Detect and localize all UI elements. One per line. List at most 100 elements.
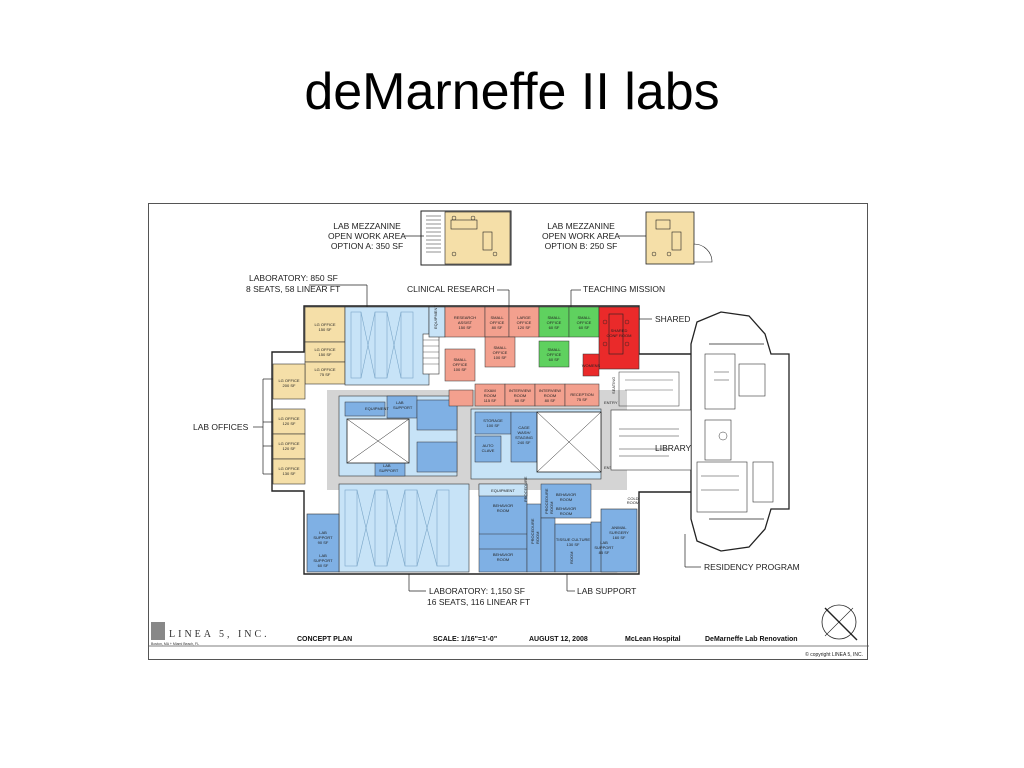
svg-text:TEACHING MISSION: TEACHING MISSION (583, 284, 665, 294)
svg-text:OFFICE: OFFICE (453, 362, 468, 367)
svg-text:ROOM: ROOM (569, 552, 574, 564)
svg-text:ROOM: ROOM (544, 393, 556, 398)
callout-library: LIBRARY (655, 443, 692, 453)
lab-support-bottom-left: LAB SUPPORT 90 SF (306, 513, 340, 573)
svg-text:SUPPORT: SUPPORT (379, 468, 399, 473)
svg-text:120 SF: 120 SF (283, 421, 296, 426)
svg-text:OPEN WORK AREA: OPEN WORK AREA (328, 231, 406, 241)
svg-text:CAGE: CAGE (518, 425, 530, 430)
svg-text:LG OFFICE: LG OFFICE (278, 378, 299, 383)
svg-text:100 SF: 100 SF (454, 367, 467, 372)
callout-lab-support: LAB SUPPORT (566, 574, 636, 596)
north-arrow-icon (821, 604, 858, 641)
svg-text:BEHAVIOR: BEHAVIOR (493, 552, 513, 557)
callout-shared: SHARED (639, 314, 690, 324)
clinical-research-labels: RESEARCH ASSIST 150 SF SMALL OFFICE 80 S… (453, 315, 594, 403)
svg-text:COLD: COLD (627, 496, 638, 501)
svg-text:RESEARCH: RESEARCH (454, 315, 476, 320)
project-name: DeMarneffe Lab Renovation (705, 636, 798, 643)
svg-text:200 SF: 200 SF (283, 383, 296, 388)
callout-clinical-research: CLINICAL RESEARCH (407, 284, 510, 307)
svg-text:PROCEDURE: PROCEDURE (530, 518, 535, 544)
svg-text:LAB: LAB (396, 400, 404, 405)
svg-text:SMALL: SMALL (490, 315, 504, 320)
svg-text:ROOM: ROOM (514, 393, 526, 398)
svg-text:8 SEATS, 58 LINEAR FT: 8 SEATS, 58 LINEAR FT (246, 284, 340, 294)
svg-text:240 SF: 240 SF (518, 440, 531, 445)
svg-text:16 SEATS, 116 LINEAR FT: 16 SEATS, 116 LINEAR FT (427, 597, 530, 607)
svg-text:LAB MEZZANINE: LAB MEZZANINE (333, 221, 401, 231)
svg-text:ROOM: ROOM (484, 393, 496, 398)
svg-text:100 SF: 100 SF (487, 423, 500, 428)
svg-text:LG OFFICE: LG OFFICE (278, 416, 299, 421)
svg-text:60 SF: 60 SF (579, 325, 590, 330)
library-area: SEATING (610, 371, 692, 471)
svg-text:OPTION B: 250 SF: OPTION B: 250 SF (545, 241, 618, 251)
drawing-title: CONCEPT PLAN (297, 636, 352, 643)
svg-text:120 SF: 120 SF (518, 325, 531, 330)
svg-text:PROCEDURE: PROCEDURE (544, 488, 549, 514)
callout-lab-offices: LAB OFFICES (193, 378, 273, 475)
svg-text:ENTRY: ENTRY (604, 400, 618, 405)
svg-text:SMALL: SMALL (547, 315, 561, 320)
svg-text:SHARED: SHARED (655, 314, 690, 324)
svg-text:150 SF: 150 SF (319, 327, 332, 332)
svg-text:SURGERY: SURGERY (609, 530, 629, 535)
svg-text:BEHAVIOR: BEHAVIOR (556, 506, 576, 511)
svg-text:RECEPTION: RECEPTION (570, 392, 593, 397)
svg-text:OFFICE: OFFICE (577, 320, 592, 325)
copyright-note: © copyright LINEA 5, INC. (805, 651, 863, 658)
callout-residency-program: RESIDENCY PROGRAM (684, 534, 800, 572)
svg-text:STAGING: STAGING (515, 435, 533, 440)
title-block: LINEA 5, INC. Boston, MA + Miami Beach, … (149, 622, 869, 658)
svg-text:OFFICE: OFFICE (547, 320, 562, 325)
mezzanine-option-a-label: LAB MEZZANINE OPEN WORK AREA OPTION A: 3… (328, 221, 424, 251)
svg-text:150 SF: 150 SF (459, 325, 472, 330)
callout-teaching-mission: TEACHING MISSION (570, 284, 665, 307)
laboratory-top-zone: EQUIPMENT (344, 305, 446, 386)
svg-text:OFFICE: OFFICE (490, 320, 505, 325)
laboratory-bottom-zone (338, 483, 470, 573)
svg-text:OFFICE: OFFICE (493, 350, 508, 355)
teaching-mission-zone: SMALL OFFICE 60 SF SMALL OFFICE 60 SF SM… (538, 306, 600, 368)
svg-text:EXAM: EXAM (484, 388, 495, 393)
svg-text:ROOM: ROOM (497, 557, 509, 562)
svg-text:PROCEDURE: PROCEDURE (523, 476, 528, 502)
svg-text:BEHAVIOR: BEHAVIOR (493, 503, 513, 508)
svg-text:80 SF: 80 SF (515, 398, 526, 403)
callout-laboratory-top: LABORATORY: 850 SF 8 SEATS, 58 LINEAR FT (246, 273, 368, 307)
svg-text:90 SF: 90 SF (318, 540, 329, 545)
svg-text:RESIDENCY PROGRAM: RESIDENCY PROGRAM (704, 562, 800, 572)
svg-text:LARGE: LARGE (517, 315, 531, 320)
svg-text:LAB: LAB (383, 463, 391, 468)
svg-text:CONF ROOM: CONF ROOM (607, 333, 632, 338)
svg-text:LABORATORY: 1,150 SF: LABORATORY: 1,150 SF (429, 586, 525, 596)
svg-text:150 SF: 150 SF (319, 352, 332, 357)
mezzanine-option-a-inset (420, 210, 512, 266)
svg-text:75 SF: 75 SF (320, 372, 331, 377)
svg-text:LG OFFICE: LG OFFICE (314, 322, 335, 327)
behavior-procedure-zone: EQUIPMENT BEHAVIOR ROOM BEHAVIOR ROOM PR… (478, 476, 639, 573)
lab-support-core-right: STORAGE 100 SF AUTO CLAVE CAGE WASH/ STA… (470, 400, 618, 480)
svg-text:ASSIST: ASSIST (458, 320, 473, 325)
svg-text:OFFICE: OFFICE (547, 352, 562, 357)
svg-text:85 SF: 85 SF (599, 550, 610, 555)
client-name: McLean Hospital (625, 636, 681, 643)
svg-text:130 SF: 130 SF (567, 542, 580, 547)
east-wing-outline (690, 311, 790, 552)
svg-text:BEHAVIOR: BEHAVIOR (556, 492, 576, 497)
svg-text:LAB: LAB (319, 530, 327, 535)
svg-text:LAB OFFICES: LAB OFFICES (193, 422, 249, 432)
svg-text:60 SF: 60 SF (549, 357, 560, 362)
floor-plan-figure: LAB MEZZANINE OPEN WORK AREA OPTION A: 3… (148, 203, 869, 660)
svg-text:ROOM: ROOM (549, 502, 554, 514)
svg-text:LINEA 5, INC.: LINEA 5, INC. (169, 629, 270, 640)
svg-text:LIBRARY: LIBRARY (655, 443, 692, 453)
svg-text:OFFICE: OFFICE (517, 320, 532, 325)
callout-laboratory-bottom: LABORATORY: 1,150 SF 16 SEATS, 116 LINEA… (408, 574, 530, 607)
slide-title: deMarneffe II labs (304, 63, 720, 121)
svg-text:LAB: LAB (600, 540, 608, 545)
floor-plan-svg: LAB MEZZANINE OPEN WORK AREA OPTION A: 3… (149, 210, 869, 658)
svg-text:TISSUE CULTURE: TISSUE CULTURE (556, 537, 590, 542)
lab-support-bottom-right-label: LAB SUPPORT 60 SF (313, 553, 333, 568)
